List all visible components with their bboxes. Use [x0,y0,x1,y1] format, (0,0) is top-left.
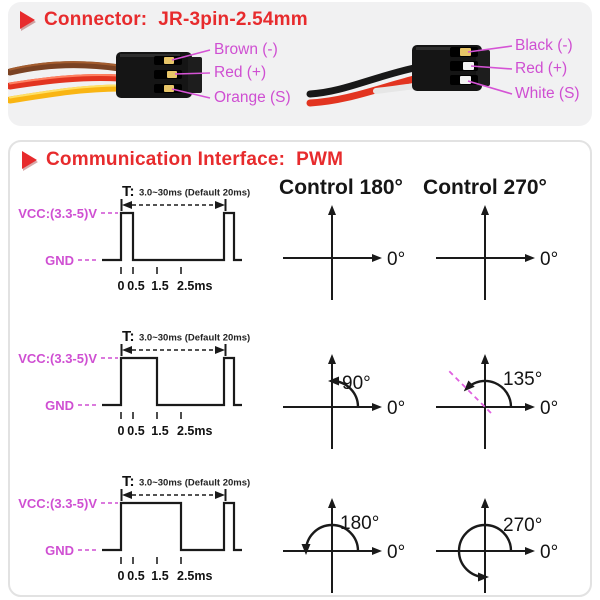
svg-text:0°: 0° [540,398,558,419]
pin-label-black: Black (-) [515,37,573,54]
svg-text:T:: T: [122,183,135,200]
svg-text:0: 0 [118,424,125,438]
pin-silver [463,62,474,70]
svg-text:VCC:(3.3-5)V: VCC:(3.3-5)V [18,496,97,511]
svg-text:2.5ms: 2.5ms [177,279,212,293]
svg-text:2.5ms: 2.5ms [177,424,212,438]
pointer-line [467,80,513,95]
connector-body-left-highlight [120,54,180,57]
svg-text:1.5: 1.5 [151,569,168,583]
pin-gold [164,85,174,92]
wire-brown-highlight [9,61,119,71]
connector-card: Connector: JR-3pin-2.54mm Brown (-) [8,2,592,126]
svg-text:1.5: 1.5 [151,279,168,293]
svg-text:3.0~30ms (Default 20ms): 3.0~30ms (Default 20ms) [139,478,250,489]
svg-text:T:: T: [122,473,135,490]
svg-text:0: 0 [118,279,125,293]
angle-diagram-270-row-1: 0° [436,205,558,300]
pwm-waveform-row-2: T: 3.0~30ms (Default 20ms) VCC:(3.3-5)V GND… [18,328,250,438]
pin-label-red: Red (+) [214,64,266,81]
svg-text:0.5: 0.5 [127,279,144,293]
wire-brown [8,61,124,76]
svg-text:0°: 0° [387,249,405,270]
connector-body-left-step [188,57,202,93]
connector-section-title: Connector: JR-3pin-2.54mm [20,9,308,31]
angle-diagram-180-row-1: 0° [283,205,405,300]
pin-gold [164,57,174,64]
triangle-bullet-icon [22,151,37,169]
svg-text:180°: 180° [340,513,379,534]
pwm-waveform-row-1: T: 3.0~30ms (Default 20ms) VCC:(3.3-5)V GND… [18,183,250,293]
wire-red-highlight [9,73,119,85]
angle-diagram-180-row-2: 0° 90° [283,354,405,449]
connector-title-text: Connector: JR-3pin-2.54mm [44,9,308,30]
wire-red-2 [306,75,418,107]
angle-diagram-270-row-3: 0° 270° [436,498,558,593]
angle-diagram-270-row-2: 0° 135° [436,354,558,449]
wire-red [8,73,124,90]
svg-text:GND: GND [45,398,74,413]
column-header-control-270: Control 270° [423,176,547,199]
svg-text:0.5: 0.5 [127,424,144,438]
pin-silver [460,76,471,84]
pwm-section-title: Communication Interface: PWM [22,149,343,171]
pin-label-red2: Red (+) [515,60,567,77]
svg-text:90°: 90° [342,373,371,394]
svg-text:0: 0 [118,569,125,583]
connector-photos: Brown (-) Red (+) Orange (S) Black (-) R… [8,37,580,107]
pwm-title-text: Communication Interface: PWM [46,149,344,170]
svg-text:VCC:(3.3-5)V: VCC:(3.3-5)V [18,351,97,366]
pin-gold [460,48,471,56]
svg-text:0.5: 0.5 [127,569,144,583]
wire-orange [8,84,124,104]
connector-body-right-step [476,50,490,86]
svg-text:0°: 0° [387,542,405,563]
svg-text:T:: T: [122,328,135,345]
pin-label-brown: Brown (-) [214,41,278,58]
pointer-line [467,45,513,53]
svg-text:3.0~30ms (Default 20ms): 3.0~30ms (Default 20ms) [139,188,250,199]
pin-label-white: White (S) [515,85,580,102]
svg-text:1.5: 1.5 [151,424,168,438]
pointer-line [174,72,211,75]
angle-diagram-180-row-3: 0° 180° [283,498,405,593]
pointer-line [171,49,211,61]
svg-text:135°: 135° [503,369,542,390]
pwm-card: Communication Interface: PWM Control 180… [8,140,592,597]
svg-text:270°: 270° [503,515,542,536]
pwm-waveform-row-3: T: 3.0~30ms (Default 20ms) VCC:(3.3-5)V GND… [18,473,250,583]
svg-text:VCC:(3.3-5)V: VCC:(3.3-5)V [18,206,97,221]
svg-text:0°: 0° [387,398,405,419]
triangle-bullet-icon [20,11,35,29]
pointer-line [470,65,513,70]
svg-text:GND: GND [45,253,74,268]
svg-text:0°: 0° [540,249,558,270]
svg-text:GND: GND [45,543,74,558]
svg-text:2.5ms: 2.5ms [177,569,212,583]
svg-text:3.0~30ms (Default 20ms): 3.0~30ms (Default 20ms) [139,333,250,344]
wire-black [306,64,418,98]
wire-orange-highlight [9,84,119,99]
pointer-line [171,88,211,99]
column-header-control-180: Control 180° [279,176,403,199]
svg-text:0°: 0° [540,542,558,563]
pin-label-orange: Orange (S) [214,89,291,106]
pin-gold [167,71,177,78]
connector-body-right-highlight [416,47,470,50]
